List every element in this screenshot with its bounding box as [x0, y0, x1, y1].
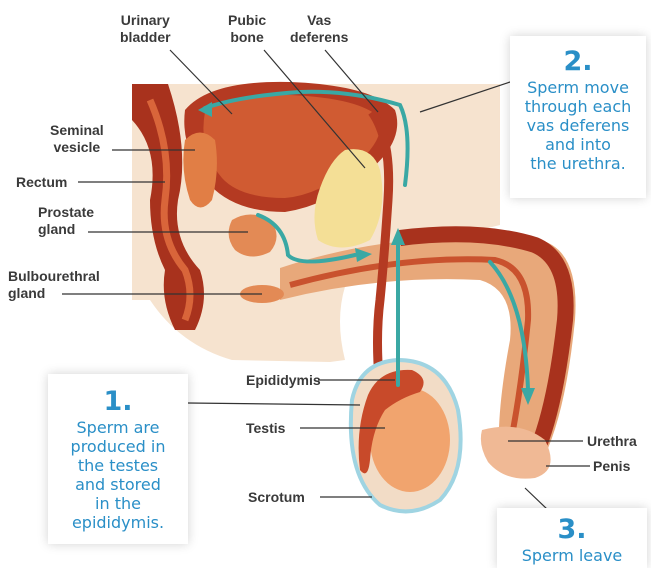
label-penis: Penis: [593, 458, 630, 475]
label-urinary-bladder: Urinary bladder: [120, 12, 171, 46]
label-testis: Testis: [246, 420, 285, 437]
step-card-3: 3. Sperm leave: [497, 508, 647, 568]
step-1-text: Sperm are produced in the testes and sto…: [48, 418, 188, 532]
leader-card-3: [525, 488, 548, 510]
step-3-number: 3.: [497, 514, 647, 546]
label-pubic-bone: Pubic bone: [228, 12, 266, 46]
step-2-number: 2.: [510, 46, 646, 78]
step-1-number: 1.: [48, 386, 188, 418]
step-card-1: 1. Sperm are produced in the testes and …: [48, 374, 188, 544]
label-scrotum: Scrotum: [248, 489, 305, 506]
label-epididymis: Epididymis: [246, 372, 321, 389]
label-vas-deferens: Vas deferens: [290, 12, 348, 46]
label-bulbourethral-gland: Bulbourethral gland: [8, 268, 100, 302]
label-rectum: Rectum: [16, 174, 67, 191]
step-card-2: 2. Sperm move through each vas deferens …: [510, 36, 646, 198]
label-prostate-gland: Prostate gland: [38, 204, 94, 238]
leader-card-1: [188, 403, 360, 405]
label-urethra: Urethra: [587, 433, 637, 450]
step-3-text: Sperm leave: [497, 546, 647, 565]
label-seminal-vesicle: Seminal vesicle: [50, 122, 104, 156]
step-2-text: Sperm move through each vas deferens and…: [510, 78, 646, 173]
